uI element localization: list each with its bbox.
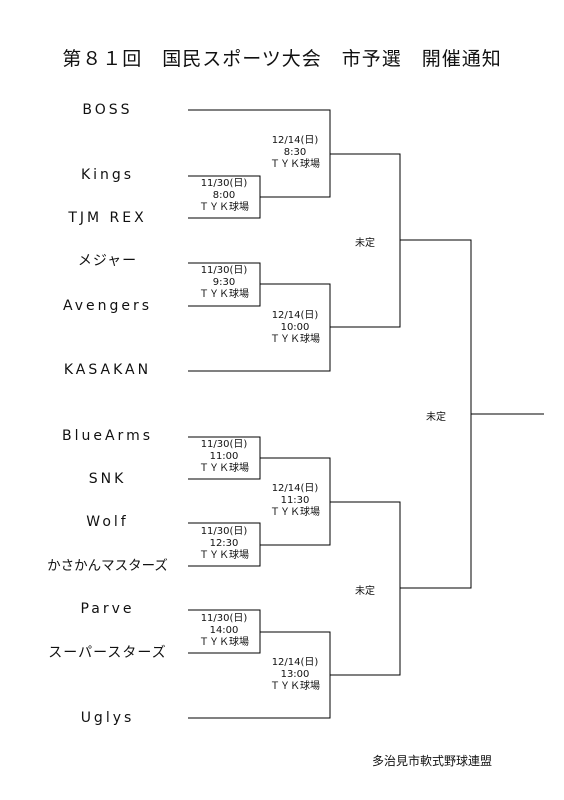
team-avengers: Avengers bbox=[62, 298, 153, 314]
match-time: 11:00 bbox=[209, 451, 239, 462]
team-bluearms: BlueArms bbox=[62, 428, 153, 444]
match-date: 12/14(日) bbox=[271, 657, 319, 668]
team-snk: SNK bbox=[88, 471, 127, 487]
match-r2-lower: 12/14(日) 11:30 ＴＹＫ球場 bbox=[262, 483, 328, 519]
semi-upper-label: 未定 bbox=[355, 238, 375, 249]
team-wolf: Wolf bbox=[86, 514, 129, 530]
match-venue: ＴＹＫ球場 bbox=[199, 637, 249, 648]
team-superstars: スーパースターズ bbox=[48, 645, 167, 661]
match-time: 9:30 bbox=[212, 277, 236, 288]
match-date: 11/30(日) bbox=[200, 439, 248, 450]
match-r1-bluearms-snk: 11/30(日) 11:00 ＴＹＫ球場 bbox=[192, 439, 256, 475]
match-date: 11/30(日) bbox=[200, 613, 248, 624]
match-r1-wolf-kasakanmasters: 11/30(日) 12:30 ＴＹＫ球場 bbox=[192, 526, 256, 562]
match-time: 14:00 bbox=[209, 625, 239, 636]
match-time: 13:00 bbox=[280, 669, 310, 680]
team-uglys: Uglys bbox=[80, 710, 135, 726]
match-r1-kings-tjm: 11/30(日) 8:00 ＴＹＫ球場 bbox=[192, 178, 256, 214]
semi-lower-label: 未定 bbox=[355, 586, 375, 597]
match-date: 11/30(日) bbox=[200, 178, 248, 189]
match-time: 12:30 bbox=[209, 538, 239, 549]
match-venue: ＴＹＫ球場 bbox=[199, 289, 249, 300]
match-date: 12/14(日) bbox=[271, 135, 319, 146]
match-r2-boss: 12/14(日) 8:30 ＴＹＫ球場 bbox=[262, 135, 328, 171]
match-r1-major-avengers: 11/30(日) 9:30 ＴＹＫ球場 bbox=[192, 265, 256, 301]
match-venue: ＴＹＫ球場 bbox=[199, 463, 249, 474]
match-date: 11/30(日) bbox=[200, 526, 248, 537]
match-venue: ＴＹＫ球場 bbox=[199, 202, 249, 213]
team-tjm-rex: TJM REX bbox=[68, 210, 147, 226]
team-boss: BOSS bbox=[82, 102, 133, 118]
page-title: 第８１回 国民スポーツ大会 市予選 開催通知 bbox=[62, 48, 502, 70]
match-time: 8:30 bbox=[283, 147, 307, 158]
match-venue: ＴＹＫ球場 bbox=[270, 159, 320, 170]
organizer-footer: 多治見市軟式野球連盟 bbox=[372, 754, 493, 768]
match-time: 10:00 bbox=[280, 322, 310, 333]
team-major: メジャー bbox=[77, 253, 138, 269]
match-venue: ＴＹＫ球場 bbox=[270, 334, 320, 345]
team-kasakan: KASAKAN bbox=[63, 362, 152, 378]
team-kasakan-masters: かさかんマスターズ bbox=[47, 558, 168, 574]
match-r2-kasakan: 12/14(日) 10:00 ＴＹＫ球場 bbox=[262, 310, 328, 346]
match-venue: ＴＹＫ球場 bbox=[270, 507, 320, 518]
team-kings: Kings bbox=[80, 167, 135, 183]
match-r1-parve-superstars: 11/30(日) 14:00 ＴＹＫ球場 bbox=[192, 613, 256, 649]
match-venue: ＴＹＫ球場 bbox=[270, 681, 320, 692]
match-time: 8:00 bbox=[212, 190, 236, 201]
match-date: 11/30(日) bbox=[200, 265, 248, 276]
match-venue: ＴＹＫ球場 bbox=[199, 550, 249, 561]
match-date: 12/14(日) bbox=[271, 483, 319, 494]
match-date: 12/14(日) bbox=[271, 310, 319, 321]
final-label: 未定 bbox=[426, 412, 446, 423]
match-time: 11:30 bbox=[280, 495, 310, 506]
team-parve: Parve bbox=[80, 601, 135, 617]
match-r2-uglys: 12/14(日) 13:00 ＴＹＫ球場 bbox=[262, 657, 328, 693]
